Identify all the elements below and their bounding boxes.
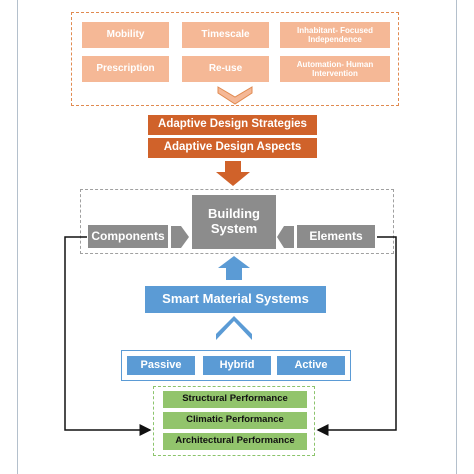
smart-material-systems: Smart Material Systems <box>145 286 326 313</box>
performance-container <box>153 386 315 456</box>
right-loop-line <box>316 236 397 436</box>
smart-types-container <box>121 350 351 381</box>
diagram-frame <box>17 0 457 474</box>
performance-architectural: Architectural Performance <box>163 433 307 450</box>
strategy-container <box>71 12 399 106</box>
building-container <box>80 189 394 254</box>
arrow-right-icon <box>171 226 189 248</box>
components-box: Components <box>88 225 168 248</box>
adaptive-design-strategies: Adaptive Design Strategies <box>148 115 317 135</box>
arrow-up-icon <box>218 256 250 280</box>
type-passive: Passive <box>127 356 195 375</box>
chevron-up-icon <box>216 316 252 340</box>
type-active: Active <box>277 356 345 375</box>
strategy-automation: Automation- Human Intervention <box>280 56 390 82</box>
elements-box: Elements <box>297 225 375 248</box>
strategy-inhabitant-focused: Inhabitant- Focused Independence <box>280 22 390 48</box>
adaptive-design-aspects: Adaptive Design Aspects <box>148 138 317 158</box>
performance-climatic: Climatic Performance <box>163 412 307 429</box>
strategy-timescale: Timescale <box>182 22 269 48</box>
building-system-box: Building System <box>192 195 276 249</box>
arrow-left-icon <box>277 226 294 248</box>
strategy-reuse: Re-use <box>182 56 269 82</box>
chevron-down-icon <box>217 86 253 105</box>
left-loop-line <box>64 236 152 436</box>
strategy-prescription: Prescription <box>82 56 169 82</box>
arrow-down-icon <box>216 161 250 186</box>
strategy-mobility: Mobility <box>82 22 169 48</box>
performance-structural: Structural Performance <box>163 391 307 408</box>
type-hybrid: Hybrid <box>203 356 271 375</box>
